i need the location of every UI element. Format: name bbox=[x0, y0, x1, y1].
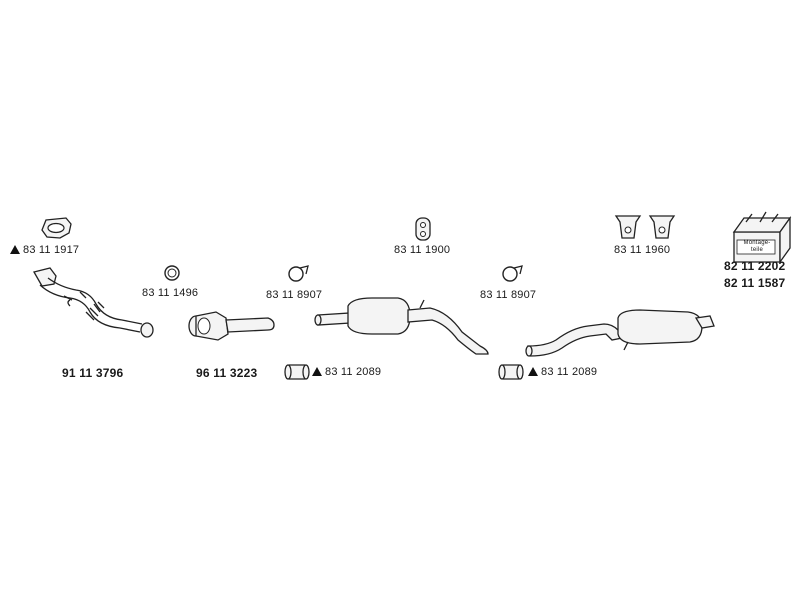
rubber-hanger-icon bbox=[614, 215, 676, 239]
clamp-sleeve-icon bbox=[284, 364, 310, 380]
part-label-clamp-a: 83 11 8907 bbox=[266, 289, 323, 301]
ring-gasket-icon bbox=[164, 265, 180, 281]
part-label-clamp-b: 83 11 8907 bbox=[480, 289, 537, 301]
part-label-gasket: 83 11 1917 bbox=[10, 244, 79, 256]
part-number-montage-kit-1: 82 11 2202 bbox=[724, 259, 786, 273]
part-number-catalyst: 96 11 3223 bbox=[196, 366, 258, 380]
middle-silencer-drawing bbox=[314, 297, 489, 355]
catalytic-converter-drawing bbox=[188, 311, 275, 341]
new-triangle-icon bbox=[312, 367, 322, 376]
pipe-clamp-icon bbox=[288, 265, 309, 282]
rear-silencer-drawing bbox=[525, 309, 715, 357]
new-triangle-icon bbox=[10, 245, 20, 254]
part-label-clamp-kit-b: 83 11 2089 bbox=[528, 366, 597, 378]
part-number-montage-kit-2: 82 11 1587 bbox=[724, 276, 786, 290]
mounting-kit-box-icon bbox=[732, 211, 792, 265]
new-triangle-icon bbox=[528, 367, 538, 376]
clamp-sleeve-icon bbox=[498, 364, 524, 380]
gasket-icon bbox=[41, 217, 72, 239]
front-pipe-drawing bbox=[33, 267, 154, 338]
part-label-hangers-rear: 83 11 1960 bbox=[614, 244, 671, 256]
part-label-hanger-mid: 83 11 1900 bbox=[394, 244, 451, 256]
pipe-clamp-icon bbox=[502, 265, 523, 282]
part-label-ring: 83 11 1496 bbox=[142, 287, 199, 299]
part-label-clamp-kit-a: 83 11 2089 bbox=[312, 366, 381, 378]
montage-box-label: Montage-teile bbox=[743, 240, 771, 253]
rubber-hanger-icon bbox=[415, 217, 431, 241]
part-number-front-pipe: 91 11 3796 bbox=[62, 366, 124, 380]
